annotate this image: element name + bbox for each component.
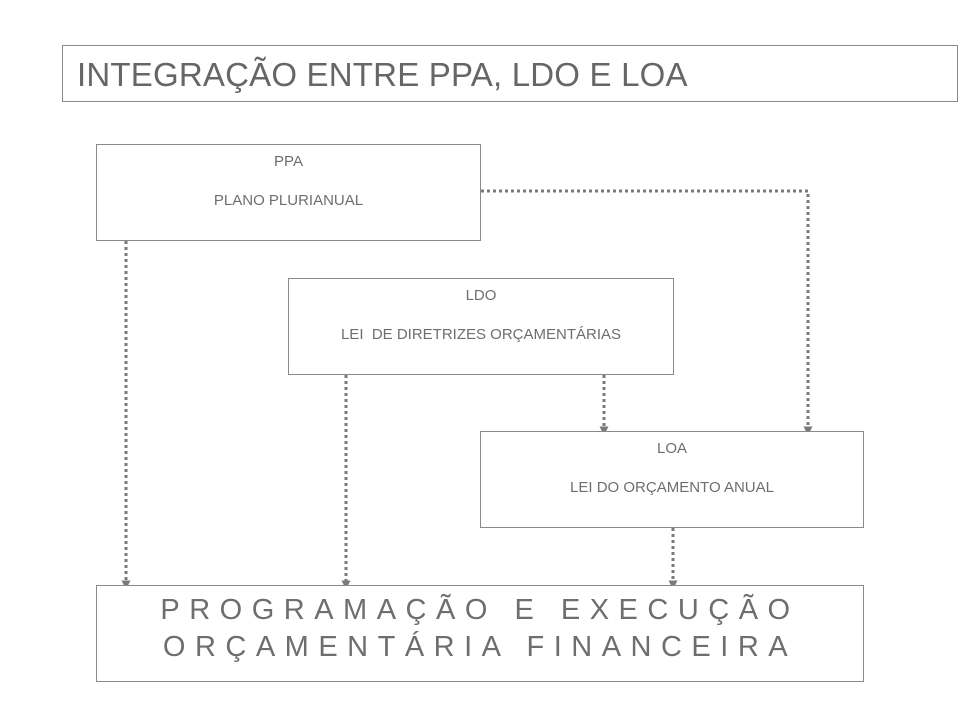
page-title: INTEGRAÇÃO ENTRE PPA, LDO E LOA	[77, 56, 688, 93]
title-box: INTEGRAÇÃO ENTRE PPA, LDO E LOA	[62, 45, 958, 102]
ldo-full-name: LEI DE DIRETRIZES ORÇAMENTÁRIAS	[340, 326, 622, 343]
ldo-abbr: LDO	[465, 287, 497, 304]
ppa-box: PPA PLANO PLURIANUAL	[96, 144, 481, 241]
ppa-full-name: PLANO PLURIANUAL	[213, 192, 364, 209]
connector-ppa-to-loa	[481, 189, 813, 436]
ppa-abbr: PPA	[274, 153, 303, 170]
programacao-line-1: PROGRAMAÇÃO E EXECUÇÃO	[160, 594, 800, 626]
loa-box: LOA LEI DO ORÇAMENTO ANUAL	[480, 431, 864, 528]
ldo-box: LDO LEI DE DIRETRIZES ORÇAMENTÁRIAS	[288, 278, 674, 375]
loa-full-name: LEI DO ORÇAMENTO ANUAL	[570, 479, 774, 496]
loa-abbr: LOA	[656, 440, 687, 457]
programacao-line-2: ORÇAMENTÁRIA FINANCEIRA	[162, 631, 798, 663]
programacao-box: PROGRAMAÇÃO E EXECUÇÃO ORÇAMENTÁRIA FINA…	[96, 585, 864, 682]
